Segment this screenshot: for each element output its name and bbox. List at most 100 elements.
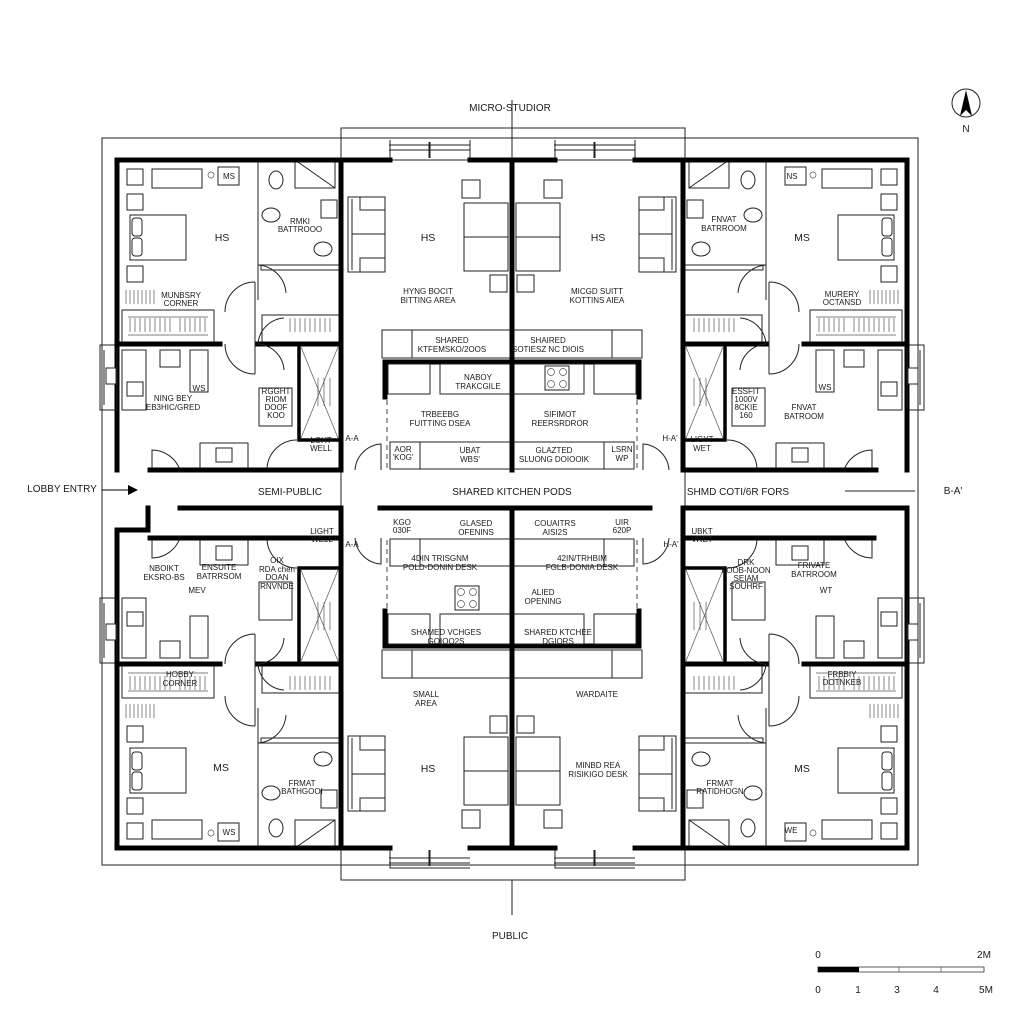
room-label: WBS' [460, 455, 480, 464]
labels-top-right: NS FNVAT BATRROOM MS MURERY OCTANSD WS E… [690, 172, 861, 453]
window-frames [389, 140, 636, 869]
room-label: CORNER [164, 299, 199, 308]
room-label: MS [794, 763, 810, 775]
entry-arrow-icon [128, 485, 138, 495]
room-label: HS [421, 763, 436, 775]
room-label: 030F [393, 526, 411, 535]
room-label: WT [820, 586, 833, 595]
room-label: WET [693, 444, 711, 453]
room-label: BATROOM [784, 412, 824, 421]
scale-bar: 0 2M 0 1 3 4 5M [815, 950, 993, 996]
north-arrow-icon [951, 88, 981, 118]
room-label: NABOY [464, 373, 493, 382]
room-label: WS [193, 384, 206, 393]
room-label: LIGHT [310, 527, 334, 536]
room-label: H-A' [663, 540, 679, 549]
north-label: N [962, 124, 969, 135]
room-label: NING BEY [154, 394, 193, 403]
room-label: TRBEEBG [421, 410, 459, 419]
room-label: A-A [345, 434, 359, 443]
room-label: HS [591, 232, 606, 244]
room-label: HOBBY [166, 670, 195, 679]
room-label: 42IN/TRHBIM [557, 554, 607, 563]
room-label: MS [794, 232, 810, 244]
central-frame [340, 127, 686, 881]
room-label: ALIED [531, 588, 554, 597]
room-label: WS [223, 828, 236, 837]
labels-bottom-left: LIGHT WELL A-A NBOIKT EKSRO-BS ENSUITE B… [143, 527, 359, 837]
room-label: RATIDHOGN [696, 787, 744, 796]
room-label: AOR [394, 445, 412, 454]
room-label: BATHGOOI [281, 787, 323, 796]
room-label: WP [616, 454, 629, 463]
room-label: SHARED KTCHEE [524, 628, 592, 637]
room-label: BATTROOO [278, 225, 322, 234]
room-label: OIX [270, 556, 284, 565]
room-label: KTFEMSKO/2OOS [418, 345, 486, 354]
room-label: KOTTINS AIEA [570, 296, 625, 305]
room-label: GLAZTED [536, 446, 573, 455]
room-label: A-A [345, 540, 359, 549]
section-label-b: B-A' [944, 486, 963, 497]
room-label: KOO [267, 411, 285, 420]
exterior-walls [114, 157, 910, 851]
zone-lobby-entry: LOBBY ENTRY [27, 484, 97, 495]
room-label: MUNBSRY [161, 291, 202, 300]
room-label: 8CKIE [734, 403, 757, 412]
labels-top-middle-right: HS MICGD SUITT KOTTINS AIEA SHAIRED SOTI… [512, 232, 678, 464]
room-label: HS [215, 232, 230, 244]
room-label: 'KOG' [393, 453, 414, 462]
room-label: AISI2S [543, 528, 568, 537]
room-label: SMALL [413, 690, 440, 699]
room-label: POLD-DONIN DESK [403, 563, 478, 572]
room-label: RMKI [290, 217, 310, 226]
outer-frame [101, 137, 919, 866]
room-label: RGGHT [262, 387, 291, 396]
labels-top-left: MS HS RMKI BATTROOO MUNBSRY CORNER WS NI… [146, 172, 359, 453]
room-label: MS [213, 762, 229, 774]
room-label: FRMAT [707, 779, 734, 788]
room-label: 1000V [734, 395, 758, 404]
room-label: HS [421, 232, 436, 244]
room-label: MURERY [825, 290, 860, 299]
room-label: SIFIMOT [544, 410, 577, 419]
labels-top-middle-left: HS HYNG BOCIT BITTING AREA SHARED KTFEMS… [393, 232, 501, 464]
room-label: ESSFIT [732, 387, 760, 396]
room-label: EB3HIC/GRED [146, 403, 200, 412]
room-label: SHAIRED [530, 336, 566, 345]
room-label: WELL [311, 535, 333, 544]
room-label: WARDAITE [576, 690, 618, 699]
room-label: BATRROOM [791, 570, 837, 579]
labels-bottom-middle-left: KGO 030F GLASED OFENINS 4DIN TRISGNM POL… [393, 518, 494, 775]
room-label: LIGYT [690, 435, 713, 444]
room-label: CORNER [163, 679, 198, 688]
scale-tick-label: 4 [933, 985, 939, 996]
scale-top-2m: 2M [977, 950, 991, 961]
room-label: FUITTING DSEA [410, 419, 472, 428]
zone-semi-public: SEMI-PUBLIC [258, 487, 322, 498]
room-label: OFENINS [458, 528, 494, 537]
room-label: DOAN [265, 573, 288, 582]
room-label: COUAITRS [534, 519, 575, 528]
room-label: FNVAT [711, 215, 736, 224]
room-label: SEIAM [734, 574, 759, 583]
room-label: WS [819, 383, 832, 392]
room-label: DRK [738, 558, 756, 567]
room-label: TRAKCGILE [455, 382, 500, 391]
room-label: SOTIESZ NC DIOIS [512, 345, 584, 354]
labels-bottom-right: UBKT VRET DRK FOOB-NOON SEIAM SOUHRF FRI… [691, 527, 861, 835]
room-label: LSRN [611, 445, 633, 454]
room-label: RISIKIGO DESK [568, 770, 628, 779]
room-label: GLASED [460, 519, 493, 528]
room-label: 4DIN TRISGNM [411, 554, 469, 563]
room-label: REERSRDROR [532, 419, 589, 428]
room-label: SHAMED VCHGES [411, 628, 481, 637]
room-label: SOUHRF [729, 582, 763, 591]
zone-shared-kitchen-pods: SHARED KITCHEN PODS [452, 487, 572, 498]
room-label: MINBD REA [576, 761, 621, 770]
room-label: DOTNKEB [823, 678, 862, 687]
room-label: WE [785, 826, 798, 835]
room-label: EKSRO-BS [143, 573, 184, 582]
scale-tick-label: 0 [815, 985, 821, 996]
